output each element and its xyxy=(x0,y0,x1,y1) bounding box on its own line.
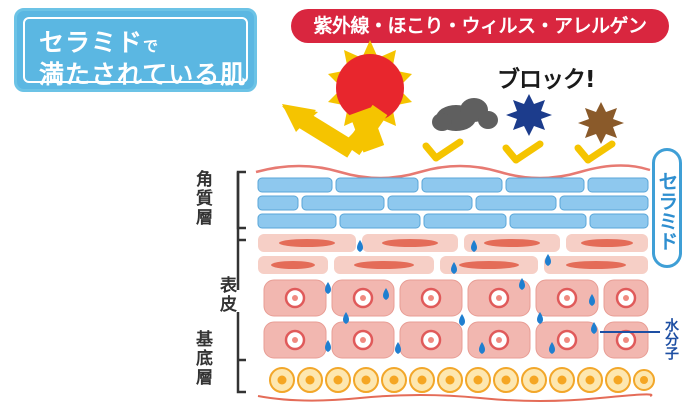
allergen-icon xyxy=(578,102,624,144)
label-stratum-corneum: 角質層 xyxy=(192,170,212,227)
virus-icon xyxy=(506,94,552,136)
ceramide-side-label: セラミド xyxy=(652,148,682,268)
label-basal: 基底層 xyxy=(192,330,212,387)
granular-layer xyxy=(258,234,648,274)
stratum-corneum-layer xyxy=(257,177,649,229)
cloud-icon xyxy=(432,98,498,131)
title-box: セラミドで 満たされている肌 xyxy=(14,8,257,92)
label-epidermis: 表皮 xyxy=(216,276,236,314)
water-drop-icon xyxy=(325,240,597,354)
title-line-2: 満たされている肌 xyxy=(39,60,247,89)
spinous-layer xyxy=(263,279,649,359)
basal-layer xyxy=(257,367,655,402)
sun-icon xyxy=(328,40,412,136)
threats-banner: 紫外線・ほこり・ウィルス・アレルゲン xyxy=(291,9,669,43)
block-label: ブロック! xyxy=(497,67,595,93)
layer-brackets xyxy=(236,170,246,394)
water-molecule-label: 水分子 xyxy=(663,318,679,360)
title-line-1: セラミドで xyxy=(39,28,160,57)
title-box-inner-border xyxy=(23,17,248,83)
